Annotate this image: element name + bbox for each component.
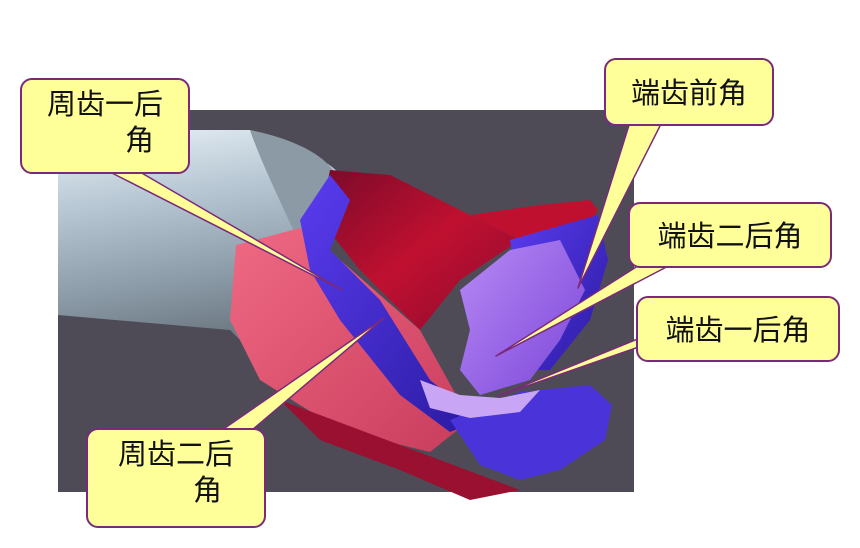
red-face-bottom [280,400,520,500]
callout-text: 周齿一后 [46,87,163,121]
callout-end-second-relief: 端齿二后角 [628,202,832,268]
callout-peripheral-second-relief: 周齿二后 角 [86,428,266,528]
callout-end-rake: 端齿前角 [604,58,774,126]
callout-text: 角 [192,473,222,507]
callout-text: 角 [124,123,154,157]
end-face-violet [460,240,585,395]
end-edge-highlight [420,380,540,418]
callout-peripheral-first-relief: 周齿一后 角 [20,78,190,174]
leader-lines [109,121,677,431]
callout-end-first-relief: 端齿一后角 [636,296,840,362]
red-face-top [320,170,520,330]
callout-text: 周齿二后 [117,437,234,471]
